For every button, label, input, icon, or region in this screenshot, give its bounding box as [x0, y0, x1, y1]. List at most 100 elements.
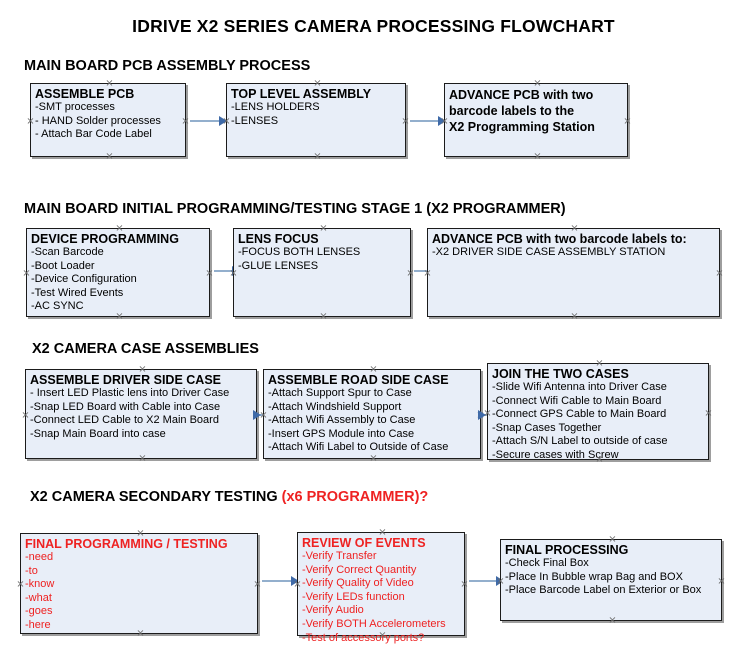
- flow-box-line: -GLUE LENSES: [238, 259, 319, 272]
- connection-handle-left[interactable]: [259, 411, 268, 420]
- flow-box-line: -Device Configuration: [31, 273, 137, 286]
- connection-handle-bottom[interactable]: [105, 152, 114, 161]
- connection-handle-right[interactable]: [460, 580, 469, 589]
- connector-arrow: [410, 120, 443, 122]
- connection-handle-top[interactable]: [378, 528, 387, 537]
- connection-handle-right[interactable]: [717, 577, 726, 586]
- connection-handle-bottom[interactable]: [369, 454, 378, 463]
- connection-handle-bottom[interactable]: [115, 312, 124, 321]
- connection-handle-right[interactable]: [623, 117, 632, 126]
- connection-handle-bottom[interactable]: [533, 152, 542, 161]
- connection-handle-right[interactable]: [401, 117, 410, 126]
- flow-box-line: -goes: [25, 605, 53, 618]
- flow-box-line: barcode labels to the: [449, 104, 575, 118]
- connection-handle-right[interactable]: [704, 409, 713, 418]
- connection-handle-bottom[interactable]: [570, 312, 579, 321]
- flow-box-title: DEVICE PROGRAMMING: [31, 232, 179, 246]
- connection-handle-top[interactable]: [136, 529, 145, 538]
- connection-handle-bottom[interactable]: [608, 616, 617, 625]
- flow-box-line: -what: [25, 591, 52, 604]
- connection-handle-left[interactable]: [496, 577, 505, 586]
- flow-box-line: -Verify Quality of Video: [302, 577, 414, 590]
- connection-handle-bottom[interactable]: [378, 631, 387, 640]
- connection-handle-top[interactable]: [319, 224, 328, 233]
- flow-box-line: -Attach S/N Label to outside of case: [492, 435, 668, 448]
- connector-arrow: [214, 270, 238, 272]
- flow-box-line: -Snap Cases Together: [492, 421, 602, 434]
- flow-box-line: -X2 DRIVER SIDE CASE ASSEMBLY STATION: [432, 246, 666, 258]
- flow-box-line: -Connect Wifi Cable to Main Board: [492, 394, 662, 407]
- flow-box-line: -to: [25, 564, 38, 577]
- connection-handle-left[interactable]: [222, 117, 231, 126]
- flow-box-line: -Verify Transfer: [302, 550, 377, 562]
- flow-box-line: -Slide Wifi Antenna into Driver Case: [492, 381, 667, 393]
- connection-handle-left[interactable]: [440, 117, 449, 126]
- flow-box-line: -LENS HOLDERS: [231, 101, 320, 113]
- flow-box-assemble-pcb[interactable]: ASSEMBLE PCB -SMT processes - HAND Solde…: [30, 83, 186, 157]
- flow-box-line: -need: [25, 551, 54, 563]
- connection-handle-top[interactable]: [138, 365, 147, 374]
- section-heading-suffix: (x6 PROGRAMMER)?: [281, 489, 429, 505]
- flow-box-line: -Insert GPS Module into Case: [268, 427, 415, 440]
- flow-box-line: -LENSES: [231, 114, 279, 127]
- connector-arrow: [262, 580, 296, 582]
- connection-handle-top[interactable]: [313, 79, 322, 88]
- connection-handle-top[interactable]: [570, 224, 579, 233]
- connection-handle-bottom[interactable]: [319, 312, 328, 321]
- flow-box-final-programming-testing[interactable]: FINAL PROGRAMMING / TESTING -need -to -k…: [20, 533, 258, 634]
- connection-handle-right[interactable]: [181, 117, 190, 126]
- flow-box-join-the-two-cases[interactable]: JOIN THE TWO CASES -Slide Wifi Antenna i…: [487, 363, 709, 461]
- flow-box-line: X2 Programming Station: [449, 120, 595, 134]
- flow-box-title: FINAL PROCESSING: [505, 543, 629, 557]
- flow-box-line: -FOCUS BOTH LENSES: [238, 246, 361, 258]
- connection-handle-left[interactable]: [483, 409, 492, 418]
- connector-arrowhead-icon: [478, 410, 486, 420]
- section-heading-text: MAIN BOARD PCB ASSEMBLY PROCESS: [24, 58, 311, 74]
- connection-handle-right[interactable]: [715, 269, 724, 278]
- connection-handle-top[interactable]: [369, 365, 378, 374]
- section-heading-main-board-pcb-assembly: MAIN BOARD PCB ASSEMBLY PROCESS: [24, 58, 310, 74]
- connection-handle-bottom[interactable]: [138, 454, 147, 463]
- connection-handle-right[interactable]: [205, 269, 214, 278]
- flow-box-line: - Attach Bar Code Label: [35, 128, 152, 141]
- flow-box-line: - Insert LED Plastic lens into Driver Ca…: [30, 387, 230, 399]
- flow-box-title: TOP LEVEL ASSEMBLY: [231, 87, 372, 101]
- flow-box-advance-pcb-case-assembly-station[interactable]: ADVANCE PCB with two barcode labels to: …: [427, 228, 720, 317]
- connection-handle-top[interactable]: [595, 359, 604, 368]
- flow-box-device-programming[interactable]: DEVICE PROGRAMMING -Scan Barcode -Boot L…: [26, 228, 210, 317]
- connection-handle-top[interactable]: [533, 79, 542, 88]
- connection-handle-top[interactable]: [608, 535, 617, 544]
- flow-box-top-level-assembly[interactable]: TOP LEVEL ASSEMBLY -LENS HOLDERS -LENSES: [226, 83, 406, 157]
- connection-handle-left[interactable]: [21, 411, 30, 420]
- flow-box-line: -Boot Loader: [31, 259, 95, 272]
- flow-box-line: -know: [25, 578, 55, 591]
- flow-box-line: -Verify LEDs function: [302, 590, 405, 603]
- flow-box-advance-pcb-programming-station[interactable]: ADVANCE PCB with two barcode labels to t…: [444, 83, 628, 157]
- flow-box-line: -Test Wired Events: [31, 286, 124, 299]
- connection-handle-bottom[interactable]: [595, 455, 604, 464]
- connection-handle-bottom[interactable]: [313, 152, 322, 161]
- connection-handle-left[interactable]: [16, 580, 25, 589]
- connection-handle-bottom[interactable]: [136, 629, 145, 638]
- flow-box-line: - HAND Solder processes: [35, 114, 161, 127]
- flow-box-line: -SMT processes: [35, 101, 115, 113]
- connection-handle-top[interactable]: [105, 79, 114, 88]
- connection-handle-left[interactable]: [423, 269, 432, 278]
- flow-box-review-of-events[interactable]: REVIEW OF EVENTS -Verify Transfer -Verif…: [297, 532, 465, 644]
- flow-box-title: JOIN THE TWO CASES: [492, 367, 629, 381]
- flow-box-title: REVIEW OF EVENTS: [302, 536, 426, 550]
- flow-box-assemble-road-side-case[interactable]: ASSEMBLE ROAD SIDE CASE -Attach Support …: [263, 369, 481, 459]
- flow-box-assemble-driver-side-case[interactable]: ASSEMBLE DRIVER SIDE CASE - Insert LED P…: [25, 369, 257, 459]
- connection-handle-top[interactable]: [115, 224, 124, 233]
- connection-handle-left[interactable]: [293, 580, 302, 589]
- connection-handle-left[interactable]: [229, 269, 238, 278]
- connection-handle-left[interactable]: [22, 269, 31, 278]
- flow-box-line: -Snap Main Board into case: [30, 427, 166, 440]
- flow-box-lens-focus[interactable]: LENS FOCUS -FOCUS BOTH LENSES -GLUE LENS…: [233, 228, 411, 317]
- flow-box-line: -Connect LED Cable to X2 Main Board: [30, 414, 219, 427]
- connector-arrow: [190, 120, 224, 122]
- connection-handle-right[interactable]: [253, 580, 262, 589]
- connection-handle-left[interactable]: [26, 117, 35, 126]
- flow-box-final-processing[interactable]: FINAL PROCESSING -Check Final Box -Place…: [500, 539, 722, 621]
